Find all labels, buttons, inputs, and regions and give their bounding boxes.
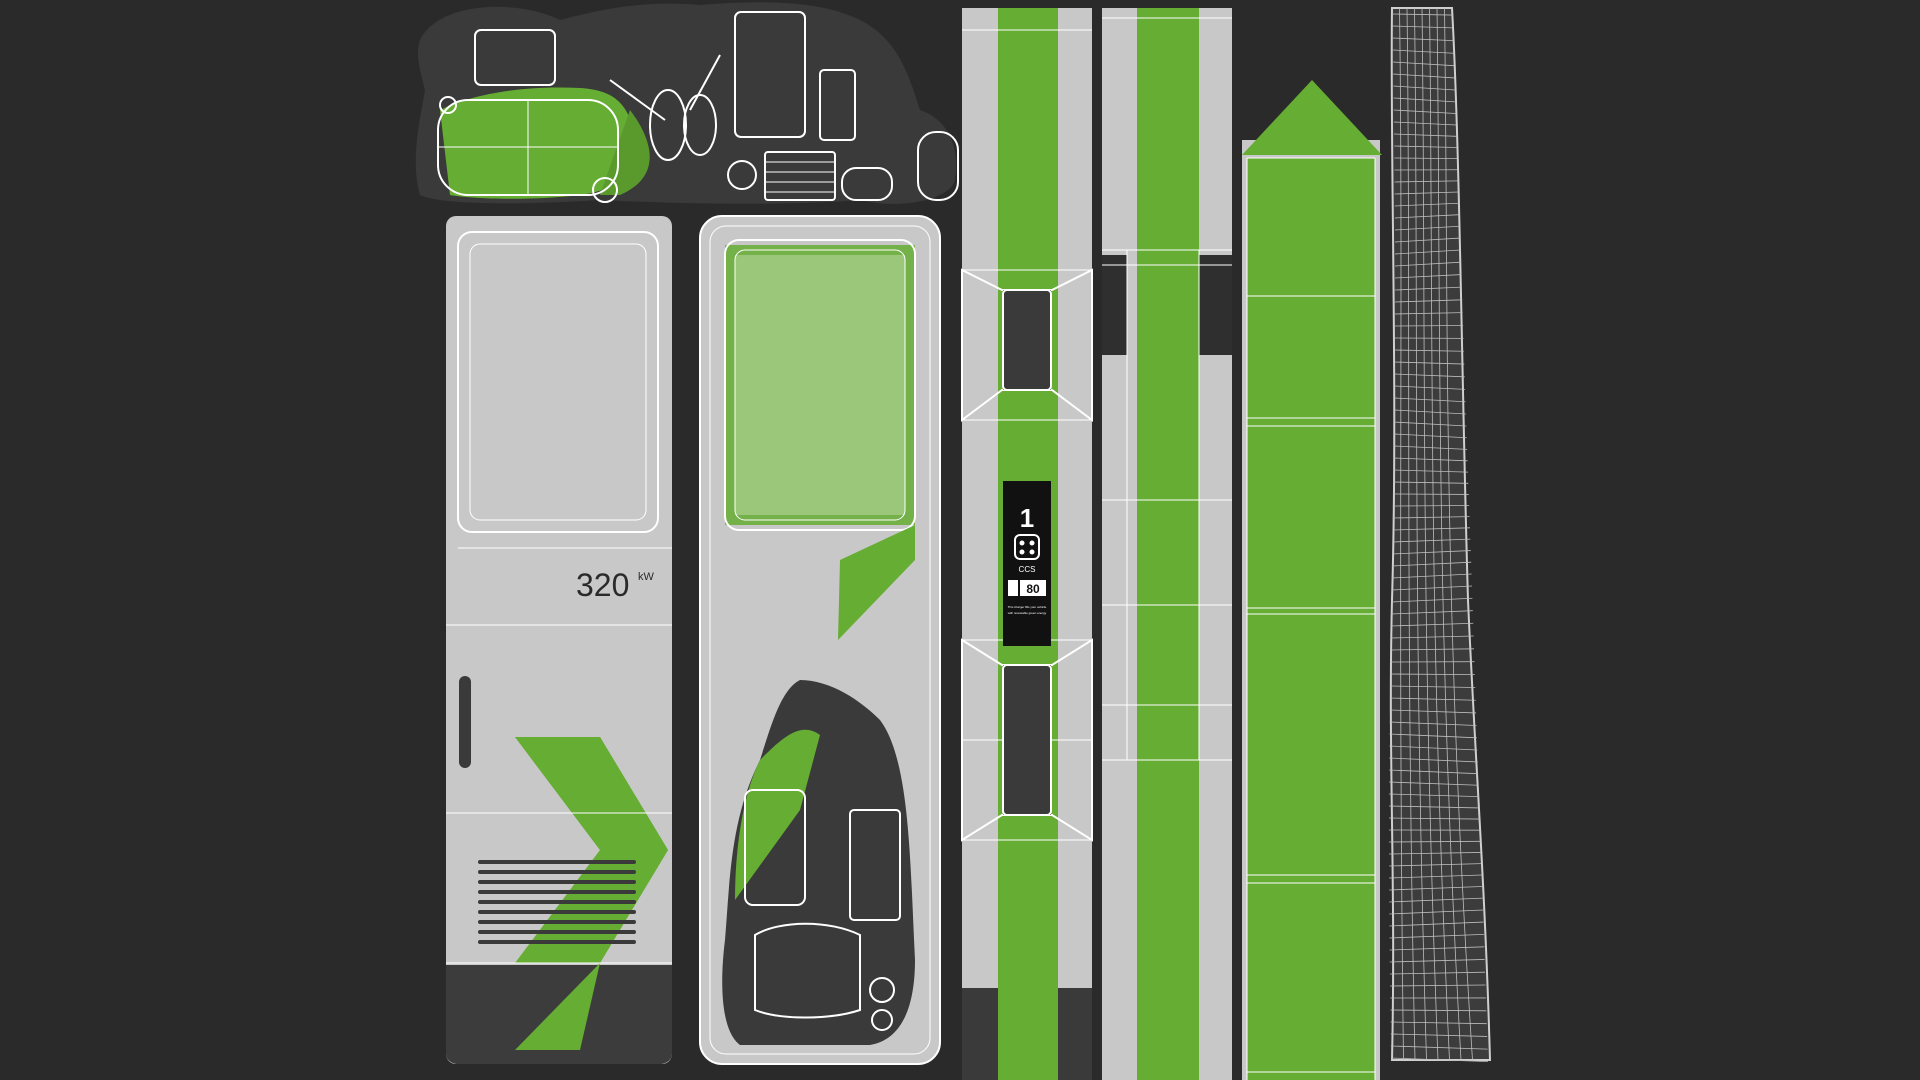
connector-strip-uv: 1 CCS 80 This charger fills your vehicle… (961, 8, 1093, 1080)
side-strip-uv (1102, 8, 1232, 1080)
front-panel-uv: 320 kW (446, 216, 672, 1064)
ccs-plug-icon (1014, 534, 1040, 560)
label-note-line2: with renewable green energy (1008, 611, 1047, 615)
power-rating-unit: kW (638, 571, 655, 583)
side-panel-uv (699, 215, 941, 1065)
label-note-line1: This charger fills your vehicle (1008, 605, 1047, 609)
mesh-wireframe (1388, 7, 1488, 1062)
small-parts-cluster (415, 2, 959, 204)
vent-grille (478, 860, 636, 944)
connector-label: 1 CCS 80 This charger fills your vehicle… (1003, 481, 1051, 646)
power-rating-value: 320 (576, 567, 629, 603)
connector-type: CCS (1019, 565, 1036, 574)
top-cap-strip-uv (1242, 80, 1382, 1080)
connector-number: 1 (1020, 503, 1034, 533)
power-badge: 80 (1008, 580, 1046, 596)
cable-mesh-uv (1388, 7, 1492, 1062)
door-handle (459, 676, 471, 768)
svg-text:80: 80 (1026, 582, 1040, 596)
